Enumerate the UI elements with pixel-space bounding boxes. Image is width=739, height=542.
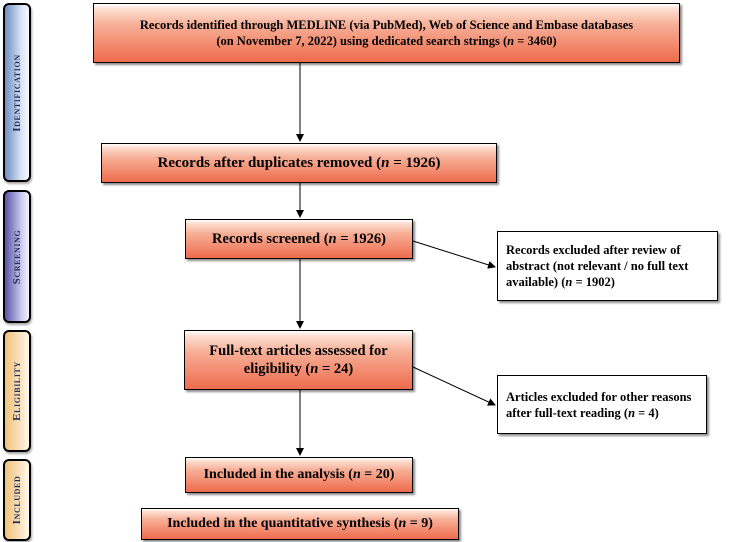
excluded-abstract-box: Records excluded after review of abstrac… — [497, 231, 718, 301]
records-identified-line1: Records identified through MEDLINE (via … — [139, 18, 634, 32]
records-identified-value: = 3460) — [514, 34, 557, 48]
included-analysis-box: Included in the analysis (n = 20) — [185, 457, 413, 493]
arrow-screened-to-excluded-abstract — [412, 240, 496, 269]
included-quantitative-n: n — [398, 516, 407, 531]
records-screened-text: Records screened ( — [212, 230, 329, 247]
full-text-assessed-n: n — [310, 361, 319, 377]
included-analysis-value: = 20) — [360, 467, 395, 482]
excluded-abstract-value: = 1902) — [572, 275, 615, 289]
included-analysis-n: n — [352, 467, 361, 482]
phase-identification-label: Identification — [11, 53, 23, 132]
records-screened-n: n — [328, 230, 337, 247]
full-text-assessed-text: Full-text articles assessed for eligibil… — [209, 343, 388, 377]
excluded-other-text: Articles excluded for other reasons afte… — [506, 389, 692, 420]
phase-screening-label: Screening — [11, 229, 23, 284]
excluded-abstract-n: n — [565, 275, 573, 289]
included-analysis-text: Included in the analysis ( — [203, 467, 353, 482]
phase-included: Included — [3, 459, 31, 541]
records-identified-box: Records identified through MEDLINE (via … — [93, 3, 680, 63]
full-text-assessed-box: Full-text articles assessed for eligibil… — [184, 330, 413, 390]
phase-screening: Screening — [3, 190, 31, 323]
excluded-other-value: = 4) — [635, 405, 659, 420]
included-quantitative-box: Included in the quantitative synthesis (… — [141, 508, 459, 540]
records-screened-box: Records screened (n = 1926) — [185, 219, 413, 259]
phase-included-label: Included — [11, 475, 23, 525]
arrow-fulltext-to-excluded-other — [412, 366, 496, 406]
included-quantitative-value: = 9) — [406, 516, 433, 531]
excluded-other-box: Articles excluded for other reasons afte… — [497, 375, 707, 434]
after-duplicates-box: Records after duplicates removed (n = 19… — [101, 143, 497, 183]
records-identified-n: n — [507, 34, 515, 48]
phase-eligibility: Eligibility — [3, 330, 31, 452]
phase-eligibility-label: Eligibility — [11, 361, 23, 421]
records-screened-value: = 1926) — [336, 230, 386, 247]
records-identified-line2: (on November 7, 2022) using dedicated se… — [216, 34, 508, 48]
full-text-assessed-value: = 24) — [318, 361, 354, 377]
after-duplicates-n: n — [381, 154, 390, 171]
phase-identification: Identification — [3, 3, 31, 182]
included-quantitative-text: Included in the quantitative synthesis ( — [167, 516, 399, 531]
after-duplicates-text: Records after duplicates removed ( — [157, 154, 382, 171]
after-duplicates-value: = 1926) — [389, 154, 441, 171]
excluded-other-n: n — [628, 405, 636, 420]
excluded-abstract-text: Records excluded after review of abstrac… — [506, 243, 689, 289]
